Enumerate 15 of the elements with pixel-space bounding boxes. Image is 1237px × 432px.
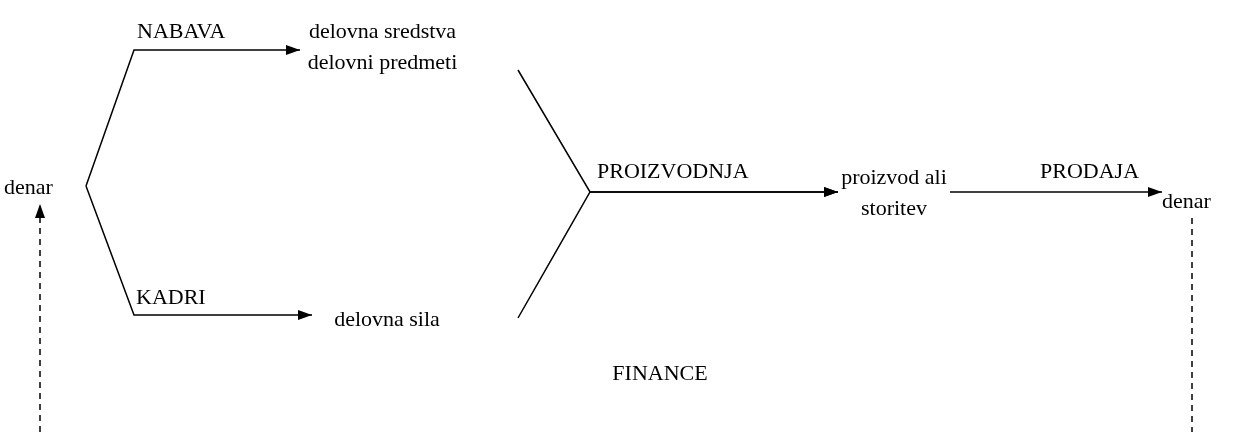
node-text: delovna sredstva delovni predmeti: [306, 17, 459, 76]
section-label: FINANCE: [611, 360, 709, 386]
node-text: denar: [4, 172, 53, 201]
edge-label: PROIZVODNJA: [597, 158, 749, 184]
arrow: [85, 185, 313, 320]
node-text: denar: [1162, 186, 1211, 215]
node-text: delovna sila: [333, 304, 441, 333]
edge-label: NABAVA: [137, 18, 226, 44]
dashed-arrow: [35, 203, 45, 432]
arrow: [85, 45, 301, 187]
edge-label: PRODAJA: [1040, 158, 1140, 184]
arrow: [517, 187, 839, 319]
edge-label: KADRI: [136, 284, 206, 310]
arrow: [949, 187, 1163, 197]
node-text: proizvod ali storitev: [840, 163, 948, 222]
